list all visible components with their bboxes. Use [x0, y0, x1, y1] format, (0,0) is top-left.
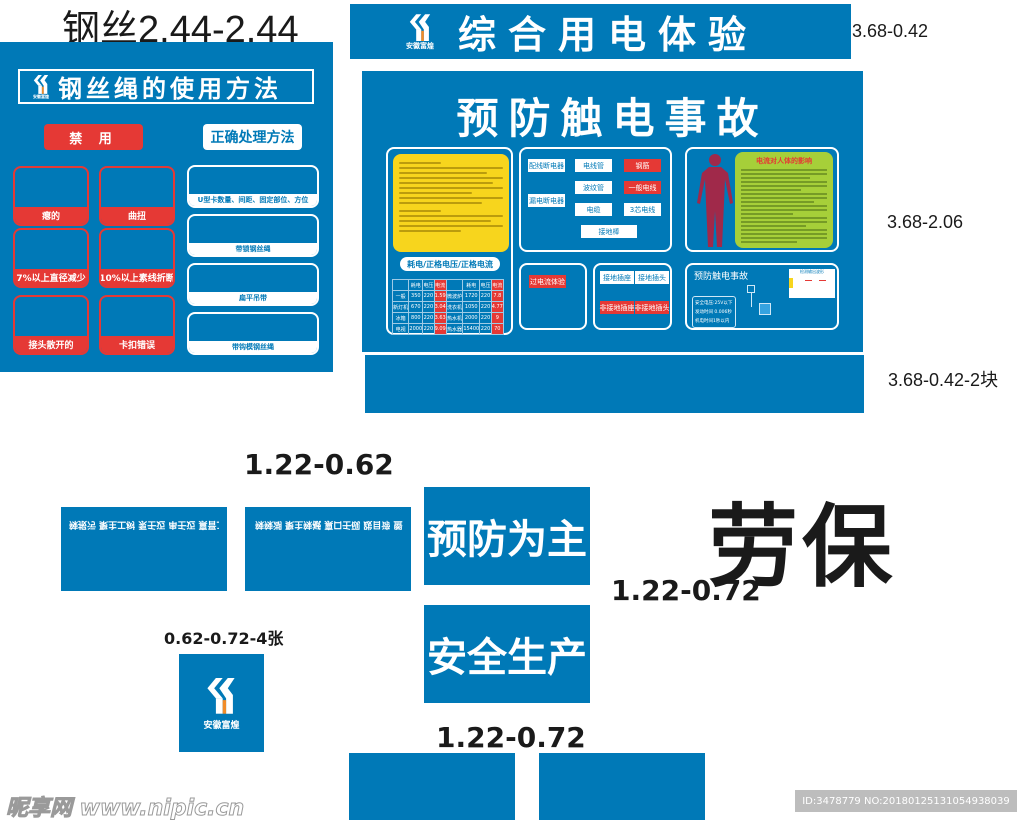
socket-tag-hazard: 非接地插座 — [600, 301, 635, 314]
logo-card: 安徽富煌 — [179, 654, 264, 752]
power-table-title: 耗电/正格电压/正格电流 — [400, 257, 500, 271]
wiring-tag: 电线管 — [575, 159, 612, 172]
wiring-tag-hazard: 钢筋 — [624, 159, 661, 172]
forbidden-card-label: 7%以上直径减少 — [15, 269, 87, 286]
labor-protection-title: 劳保 — [708, 498, 896, 598]
device-diagram — [747, 285, 777, 325]
forbidden-card: 瘪的 — [13, 166, 89, 226]
correct-method-card: 带钩模钢丝绳 — [187, 312, 319, 355]
wiring-tag: 电缆 — [575, 203, 612, 216]
forbidden-card-label: 曲扭 — [101, 207, 173, 224]
correct-method-card: U型卡数量、间距、固定部位、方位 — [187, 165, 319, 208]
electric-board-title: 预防触电事故 — [456, 94, 769, 143]
prevention-panel-title: 预防触电事故 — [694, 272, 749, 282]
slogan-text: 预防为主 — [427, 517, 587, 563]
correct-method-card: 带锁钢丝绳 — [187, 214, 319, 257]
company-logo: 安徽富煌 — [203, 676, 240, 731]
forbidden-card: 接头散开的 — [13, 295, 89, 355]
slogan-size-label-bottom: 1.22-0.72 — [436, 721, 586, 754]
image-id-watermark: ID:3478779 NO:20180125131054938039 — [795, 790, 1017, 812]
wiring-panel: 配线断电器 电线管 钢筋 波纹管 一般电线 漏电断电器 电缆 3芯电线 接地棒 — [519, 147, 672, 252]
socket-tag: 接地插头 — [635, 271, 669, 284]
company-name: 安徽富煌 — [33, 93, 49, 99]
forbidden-card: 曲扭 — [99, 166, 175, 226]
correct-method-label: 扁平吊带 — [189, 292, 317, 304]
slogan-size-label-right: 1.22-0.72 — [611, 574, 761, 607]
socket-panel: 接地插座 接地插头 非接地插座 非接地插头 — [593, 263, 672, 330]
spec-line: 机电时间1秒以内 — [695, 319, 730, 324]
current-effect-box: 电流对人体的影响 — [735, 152, 833, 248]
wiring-tag: 波纹管 — [575, 181, 612, 194]
wiring-tag: 配线断电器 — [528, 159, 565, 172]
blank-strip-panel — [365, 355, 864, 413]
prevention-panel: 预防触电事故 检测输出波形 安全电压:25V以下 发动时间 0.006秒 机电时… — [685, 263, 839, 330]
blank-strip-size-label: 3.68-0.42-2块 — [888, 370, 999, 390]
slogan-text: 安全生产 — [427, 635, 587, 681]
company-logo-icon — [207, 677, 236, 714]
electric-board-size-label: 3.68-2.06 — [887, 212, 964, 232]
mirrored-sign-text: 辣辣湖 聚主辣褫 禀口壬砚 跋目谛 盥壬迈 — [255, 519, 403, 529]
comprehensive-electric-banner: 安徽富煌 综合用电体验 — [350, 4, 851, 59]
body-effect-panel: 电流对人体的影响 — [685, 147, 839, 252]
forbidden-card-label: 卡扣错误 — [101, 336, 173, 353]
wire-board-title: 钢丝绳的使用方法 — [58, 75, 282, 103]
wire-board-title-box: 安徽富煌 钢丝绳的使用方法 — [18, 69, 314, 104]
correct-method-label: U型卡数量、间距、固定部位、方位 — [189, 194, 317, 206]
correct-method-card: 扁平吊带 — [187, 263, 319, 306]
comprehensive-banner-title: 综合用电体验 — [458, 13, 759, 57]
spec-line: 安全电压:25V以下 — [695, 301, 733, 306]
site-watermark: 昵享网 www.nipic.cn — [5, 796, 245, 820]
forbidden-header: 禁 用 — [44, 124, 143, 150]
safety-notice-box — [393, 154, 509, 252]
human-body-icon — [697, 154, 733, 247]
correct-method-label: 带钩模钢丝绳 — [189, 341, 317, 353]
forbidden-card-label: 10%以上素线折断 — [101, 269, 173, 286]
socket-tag: 接地插座 — [600, 271, 634, 284]
correct-method-header: 正确处理方法 — [203, 124, 302, 150]
overcurrent-panel: 过电流体验 — [519, 263, 587, 330]
forbidden-card-label: 瘪的 — [15, 207, 87, 224]
slogan-sign-prevention: 预防为主 — [424, 487, 590, 585]
mirrored-signs-size-label: 1.22-0.62 — [244, 448, 394, 481]
wiring-tag: 接地棒 — [581, 225, 637, 238]
body-panel-title: 电流对人体的影响 — [756, 157, 812, 165]
logo-card-size-label: 0.62-0.72-4张 — [164, 629, 284, 648]
mirrored-sign: 辣辣湖 聚主辣褫 禀口壬砚 跋目谛 盥壬迈 — [245, 507, 411, 591]
comprehensive-banner-size-label: 3.68-0.42 — [852, 21, 929, 41]
overcurrent-tag: 过电流体验 — [529, 275, 566, 288]
mirrored-sign: 辣报污 聚主工树 泵壬迈 串壬迈 禀晋工树 — [61, 507, 227, 591]
company-logo: 安徽富煌 — [406, 13, 434, 51]
slogan-sign-safety: 安全生产 — [424, 605, 590, 703]
prevention-specs: 安全电压:25V以下 发动时间 0.006秒 机电时间1秒以内 — [692, 296, 736, 328]
blank-sign-left — [349, 753, 515, 820]
wire-rope-board: 安徽富煌 钢丝绳的使用方法 禁 用 正确处理方法 瘪的 曲扭 7%以上直径减少 … — [0, 42, 333, 372]
company-logo: 安徽富煌 — [32, 74, 50, 100]
mirrored-sign-text: 辣报污 聚主工树 泵壬迈 串壬迈 禀晋工树 — [69, 519, 219, 529]
socket-tag-hazard: 非接地插头 — [635, 301, 670, 314]
blank-sign-right — [539, 753, 705, 820]
waveform-chart: 检测输出波形 — [789, 269, 835, 298]
spec-line: 发动时间 0.006秒 — [695, 310, 732, 315]
company-name: 安徽富煌 — [203, 720, 240, 731]
wiring-tag: 漏电断电器 — [528, 194, 565, 207]
wiring-tag-hazard: 一般电线 — [624, 181, 661, 194]
forbidden-card-label: 接头散开的 — [15, 336, 87, 353]
company-name: 安徽富煌 — [406, 41, 434, 50]
company-logo-icon — [33, 74, 49, 94]
correct-method-label: 带锁钢丝绳 — [189, 243, 317, 255]
forbidden-card: 10%以上素线折断 — [99, 228, 175, 288]
company-logo-icon — [409, 13, 431, 41]
wiring-tag: 3芯电线 — [624, 203, 661, 216]
waveform-chart-title: 检测输出波形 — [800, 269, 824, 274]
forbidden-card: 卡扣错误 — [99, 295, 175, 355]
forbidden-card: 7%以上直径减少 — [13, 228, 89, 288]
